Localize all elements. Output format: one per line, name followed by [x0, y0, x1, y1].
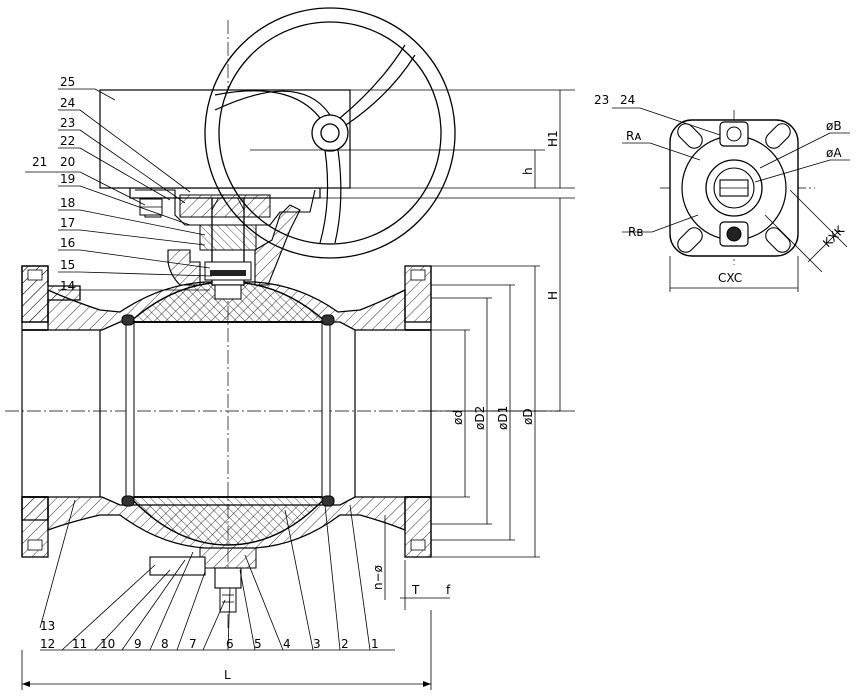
callout-8: 8	[161, 637, 169, 651]
tv-phi-B: øB	[826, 119, 842, 133]
callout-13: 13	[40, 619, 55, 633]
tv-label-24: 24	[620, 93, 635, 107]
top-view	[612, 107, 850, 292]
callout-5: 5	[254, 637, 262, 651]
callout-18: 18	[60, 196, 75, 210]
callout-6: 6	[226, 637, 234, 651]
dim-H: H	[546, 291, 560, 300]
callout-22: 22	[60, 134, 75, 148]
callout-14: 14	[60, 279, 75, 293]
tv-RA: Rᴀ	[626, 129, 641, 143]
callout-2: 2	[341, 637, 349, 651]
callout-12: 12	[40, 637, 55, 651]
dimensions	[21, 89, 575, 690]
leader-lines	[25, 88, 395, 651]
tv-phi-A: øA	[826, 146, 842, 160]
dim-phi-D2: øD2	[473, 406, 487, 430]
handwheel	[204, 7, 456, 259]
dim-f: f	[446, 583, 451, 597]
callout-3: 3	[313, 637, 321, 651]
dim-T: T	[411, 583, 420, 597]
bonnet	[167, 249, 201, 286]
main-section-view	[5, 7, 560, 630]
callout-21: 21	[32, 155, 47, 169]
callout-11: 11	[72, 637, 87, 651]
callout-17: 17	[60, 216, 75, 230]
callout-7: 7	[189, 637, 197, 651]
callout-4: 4	[283, 637, 291, 651]
dim-phi-d: ød	[451, 410, 465, 425]
dim-n-phi: n−ø	[371, 565, 385, 590]
tv-RB: Rʙ	[628, 225, 643, 239]
callout-16: 16	[60, 236, 75, 250]
callout-15: 15	[60, 258, 75, 272]
dim-L: L	[224, 668, 231, 682]
callout-23: 23	[60, 116, 75, 130]
callout-24: 24	[60, 96, 75, 110]
dim-H1: H1	[546, 130, 560, 147]
callout-20: 20	[60, 155, 75, 169]
tv-label-23: 23	[594, 93, 609, 107]
dim-phi-D1: øD1	[496, 406, 510, 430]
ball-bottom	[128, 496, 328, 546]
callout-25: 25	[60, 75, 75, 89]
callout-19: 19	[60, 172, 75, 186]
callout-1: 1	[371, 637, 379, 651]
dim-phi-D: øD	[521, 408, 535, 425]
callout-9: 9	[134, 637, 142, 651]
dim-h: h	[521, 167, 535, 175]
callout-10: 10	[100, 637, 115, 651]
tv-CXC: CXC	[718, 271, 742, 285]
